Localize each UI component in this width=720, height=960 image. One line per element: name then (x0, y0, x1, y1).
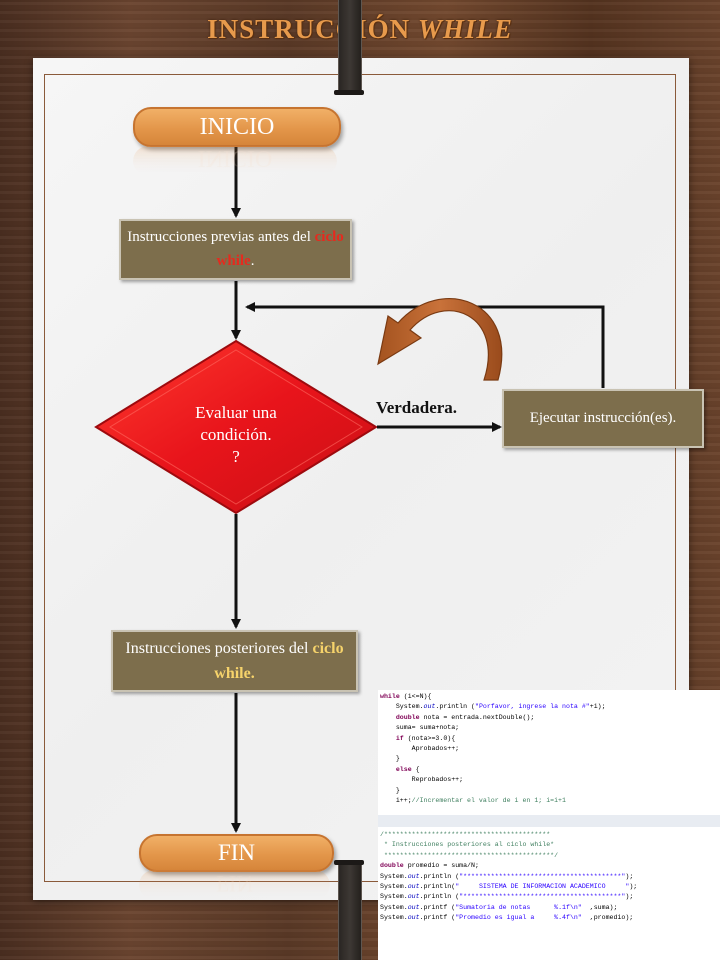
prev-text: Instrucciones previas antes del (127, 229, 315, 245)
code-line: Aprobados++; (380, 745, 460, 753)
code-line: System.out.println ("*******************… (380, 893, 634, 901)
condition-diamond-inner (109, 349, 363, 505)
end-node: FIN (139, 834, 334, 872)
bottom-strap-cap (334, 860, 364, 865)
post-highlight: ciclo while (214, 640, 344, 682)
edge-loop-back (245, 302, 605, 388)
code-line: System.out.println ("Porfavor, ingrese l… (380, 703, 606, 711)
code-line: } (380, 755, 400, 763)
code-line: else { (395, 765, 420, 773)
loop-arrow-icon (377, 298, 503, 381)
condition-diamond (94, 339, 378, 515)
code-snippet-loop: while (i<=N){ System.out.println ("Porfa… (378, 690, 720, 815)
slide-title: INSTRUCCIÓN WHILE (0, 14, 720, 45)
code-line: System.out.printf ("Sumatoria de notas %… (380, 903, 618, 911)
bottom-strap (338, 862, 362, 960)
code-line: suma= suma+nota; (380, 724, 460, 732)
start-node: INICIO (133, 107, 341, 147)
code-line: if (nota>=3.0){ (395, 734, 456, 742)
code-line: double nota = entrada.nextDouble(); (395, 713, 535, 721)
code-line: double promedio = suma/N; (380, 862, 479, 870)
previous-instructions-box: Instrucciones previas antes del ciclo wh… (119, 219, 352, 280)
code-line (380, 806, 720, 815)
condition-line1: Evaluar una (195, 403, 277, 422)
code-line: i++;//Incrementar el valor de i en 1; i=… (380, 797, 566, 805)
end-label: FIN (217, 840, 256, 865)
start-label: INICIO (199, 114, 275, 140)
true-edge-label: Verdadera. (376, 398, 458, 417)
execute-instructions-box: Ejecutar instrucción(es). (502, 389, 704, 448)
top-strap-cap (334, 90, 364, 95)
prev-highlight: ciclo while (216, 229, 344, 269)
condition-line2: condición. (200, 425, 272, 444)
title-emphasis: WHILE (417, 14, 513, 44)
code-line: Reprobados++; (380, 776, 464, 784)
condition-line3: ? (232, 447, 240, 466)
code-line: System.out.printf ("Promedio es igual a … (380, 914, 634, 922)
exec-label: Ejecutar instrucción(es). (529, 410, 677, 426)
post-suffix: . (250, 665, 255, 682)
post-text: Instrucciones posteriores del (125, 640, 313, 657)
code-separator (378, 815, 720, 827)
end-node-reflection: FIN (139, 870, 330, 900)
code-line: System.out.println(" SISTEMA DE INFORMAC… (380, 883, 638, 891)
title-main: INSTRUCCIÓN (207, 14, 418, 44)
post-instructions-box: Instrucciones posteriores del ciclo whil… (111, 630, 358, 692)
top-strap (338, 0, 362, 92)
code-snippet-after: /***************************************… (378, 827, 720, 960)
code-line: /***************************************… (380, 831, 551, 838)
code-line: * Instrucciones posteriores al ciclo whi… (380, 841, 555, 849)
code-line: ****************************************… (380, 851, 559, 859)
condition-label: Evaluar una condición. ? (150, 402, 322, 468)
start-node-reflection: INICIO (133, 145, 337, 176)
code-line: } (380, 786, 400, 794)
prev-suffix: . (250, 253, 255, 269)
code-line: while (i<=N){ (380, 693, 432, 700)
code-line: System.out.println ("*******************… (380, 872, 634, 880)
